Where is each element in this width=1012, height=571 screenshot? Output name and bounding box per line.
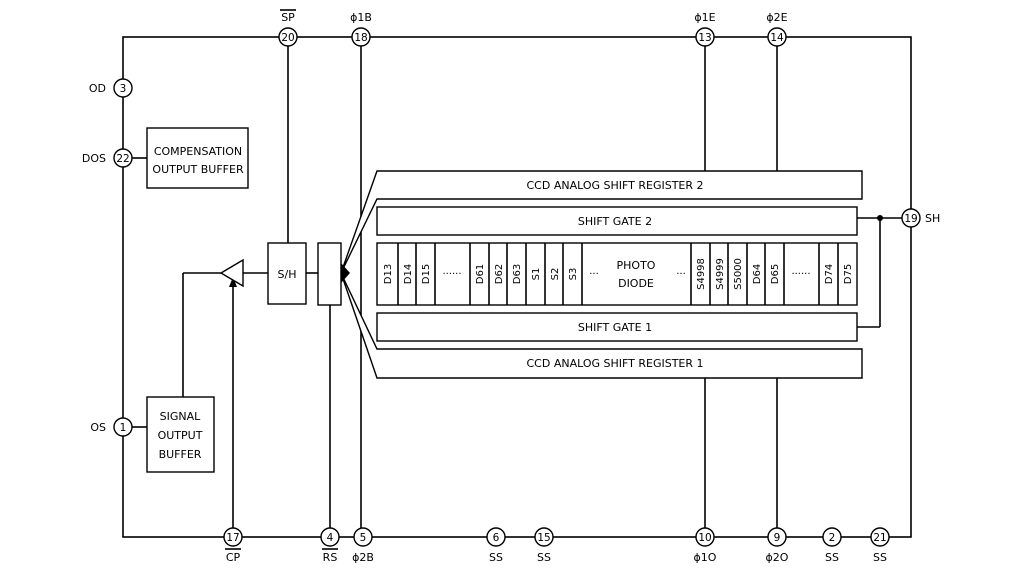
pin-name: RS (323, 551, 338, 564)
block-label: BUFFER (159, 448, 202, 461)
pin-number: 3 (120, 83, 127, 95)
cell-label: S2 (550, 268, 561, 281)
pin-number: 21 (873, 532, 886, 544)
pin-name: DOS (82, 152, 106, 165)
block-label: S/H (278, 268, 297, 281)
pin-number: 1 (120, 422, 127, 434)
block-label: OUTPUT BUFFER (152, 163, 244, 176)
block-label: SHIFT GATE 2 (578, 215, 652, 228)
pin-phi-1e: 13 ϕ1E (694, 11, 716, 171)
pin-name: ϕ1B (350, 11, 372, 24)
photo-diode-label: PHOTO (617, 259, 656, 272)
reset-gate-block (317, 242, 350, 306)
pin-number: 18 (354, 32, 367, 44)
pin-number: 15 (537, 532, 550, 544)
pin-name: ϕ2O (766, 551, 789, 564)
sample-hold-block: S/H (267, 242, 307, 305)
cell-label: D64 (752, 264, 763, 284)
pin-cp: 17 CP (223, 277, 243, 564)
cell-label: D61 (475, 264, 486, 284)
pin-name: OD (89, 82, 106, 95)
pin-number: 6 (493, 532, 500, 544)
pin-name: ϕ2B (352, 551, 374, 564)
pin-sh: 19 SH (857, 208, 940, 328)
pin-ss-15: 15 SS (534, 527, 554, 564)
cell-label: S1 (531, 268, 542, 281)
cell-label: D15 (421, 264, 432, 284)
pin-name: SH (925, 212, 940, 225)
pin-name: ϕ2E (766, 11, 787, 24)
cell-ellipsis: ...... (442, 266, 461, 277)
cell-label: S5000 (733, 258, 744, 290)
pin-ss-6: 6 SS (486, 527, 506, 564)
pin-rs: 4 RS (320, 305, 340, 564)
pin-number: 10 (698, 532, 711, 544)
pin-number: 19 (904, 213, 917, 225)
pin-name: OS (90, 421, 106, 434)
cell-ellipsis: ... (589, 266, 599, 277)
pin-number: 17 (226, 532, 239, 544)
pin-name: SP (281, 11, 295, 24)
cell-label: D65 (770, 264, 781, 284)
shift-gate-2: SHIFT GATE 2 (376, 206, 858, 236)
pin-ss-2: 2 SS (822, 527, 842, 564)
pin-dos: 22 DOS (82, 148, 147, 168)
cell-label: D62 (494, 264, 505, 284)
cell-label: S3 (568, 268, 579, 281)
cell-label: S4998 (696, 258, 707, 290)
signal-output-buffer: SIGNAL OUTPUT BUFFER (146, 396, 215, 473)
photo-diode-label: DIODE (618, 277, 654, 290)
compensation-output-buffer: COMPENSATION OUTPUT BUFFER (146, 127, 249, 189)
pin-phi-2e: 14 ϕ2E (766, 11, 788, 171)
pin-name: SS (873, 551, 887, 564)
cell-label: D63 (512, 264, 523, 284)
pin-number: 22 (116, 153, 129, 165)
cell-label: D75 (843, 264, 854, 284)
junction-dot (877, 215, 883, 221)
pin-number: 20 (281, 32, 294, 44)
pin-phi-2o: 9 ϕ2O (766, 378, 789, 564)
pin-name: SS (489, 551, 503, 564)
pin-os: 1 OS (90, 417, 147, 437)
cell-ellipsis: ... (676, 266, 686, 277)
block-label: OUTPUT (158, 429, 203, 442)
pin-name: SS (537, 551, 551, 564)
block-label: COMPENSATION (154, 145, 242, 158)
block-label: SIGNAL (160, 410, 202, 423)
cell-label: D14 (403, 264, 414, 284)
chip-outline (122, 36, 912, 538)
shift-gate-1: SHIFT GATE 1 (376, 312, 858, 342)
pin-number: 9 (774, 532, 781, 544)
pin-number: 14 (770, 32, 784, 44)
pin-sp: 20 SP (278, 9, 298, 243)
amplifier (182, 258, 268, 397)
block-label: SHIFT GATE 1 (578, 321, 652, 334)
pin-phi-1b: 18 ϕ1B (350, 11, 372, 528)
pin-number: 5 (360, 532, 367, 544)
pin-name: CP (226, 551, 241, 564)
pin-number: 4 (327, 532, 334, 544)
cell-ellipsis: ...... (791, 266, 810, 277)
pin-od: 3 OD (89, 78, 133, 98)
cell-label: D74 (824, 264, 835, 284)
pin-number: 2 (829, 532, 836, 544)
pin-name: SS (825, 551, 839, 564)
pin-ss-21: 21 SS (870, 527, 890, 564)
photodiode-array: D13 D14 D15 ...... D61 D62 D63 S1 S2 S3 … (376, 242, 858, 306)
pin-phi-2b: 5 ϕ2B (352, 527, 374, 564)
ccd-register-1-label: CCD ANALOG SHIFT REGISTER 1 (526, 357, 703, 370)
cell-label: D13 (383, 264, 394, 284)
pin-name: ϕ1E (694, 11, 715, 24)
pin-phi-1o: 10 ϕ1O (694, 378, 717, 564)
cell-label: S4999 (715, 258, 726, 290)
pin-number: 13 (698, 32, 711, 44)
ccd-register-outline (340, 170, 863, 379)
pin-name: ϕ1O (694, 551, 717, 564)
ccd-register-2-label: CCD ANALOG SHIFT REGISTER 2 (526, 179, 703, 192)
